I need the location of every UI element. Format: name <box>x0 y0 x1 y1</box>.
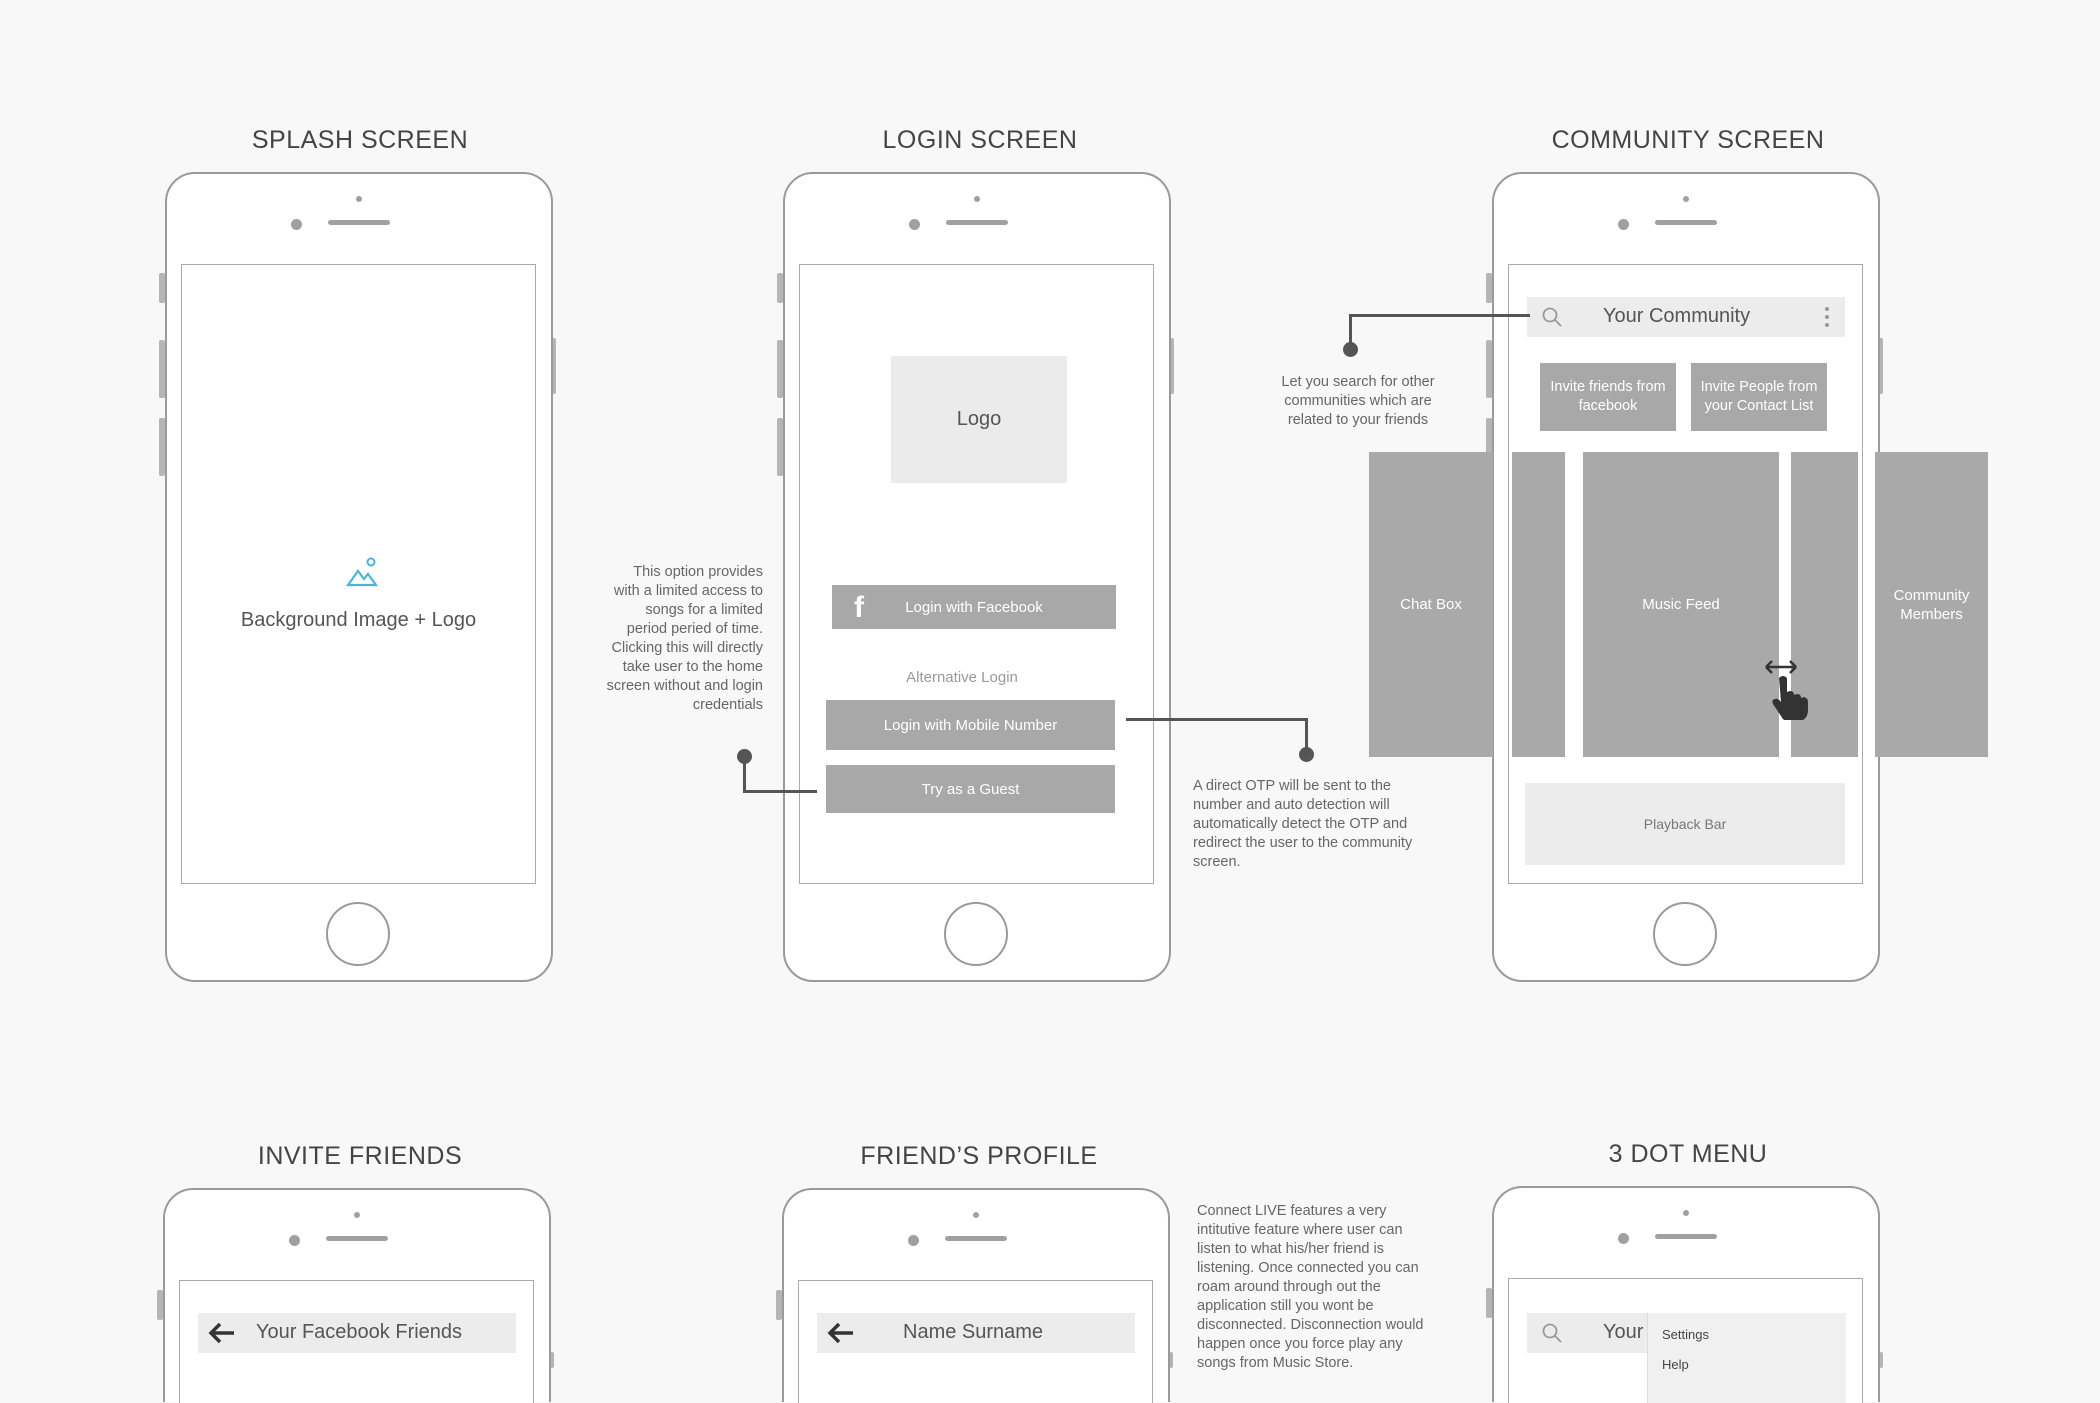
connector-line <box>743 790 817 793</box>
home-button <box>326 902 390 966</box>
facebook-icon: f <box>854 591 864 624</box>
phone-side-button <box>159 418 165 476</box>
search-icon[interactable] <box>1541 306 1563 328</box>
phone-side-button <box>1877 1352 1883 1368</box>
phone-side-button <box>777 273 783 303</box>
phone-camera <box>291 219 302 230</box>
back-arrow-icon[interactable] <box>208 1321 236 1345</box>
invite-screen: Your Facebook Friends <box>179 1280 534 1403</box>
connector-line <box>1350 314 1530 317</box>
connector-pin <box>1299 747 1314 762</box>
connector-line <box>1305 718 1308 755</box>
phone-camera <box>1618 1233 1629 1244</box>
connector-line <box>1126 718 1308 721</box>
connector-pin <box>1343 342 1358 357</box>
phone-camera <box>289 1235 300 1246</box>
login-facebook-button[interactable]: f Login with Facebook <box>832 585 1116 629</box>
community-screen-title: COMMUNITY SCREEN <box>1551 126 1825 154</box>
phone-side-button <box>1486 340 1492 398</box>
search-annotation: Let you search for other communities whi… <box>1281 374 1435 428</box>
phone-camera <box>909 219 920 230</box>
phone-speaker <box>1655 1234 1717 1239</box>
guest-annotation: This option provides with a limited acce… <box>606 564 763 713</box>
splash-phone-frame: Background Image + Logo <box>165 172 553 982</box>
invite-contacts-button[interactable]: Invite People from your Contact List <box>1691 363 1827 431</box>
phone-speaker <box>946 220 1008 225</box>
phone-sensor <box>354 1212 360 1218</box>
menu-item-settings[interactable]: Settings <box>1662 1327 1709 1342</box>
invite-facebook-button[interactable]: Invite friends from facebook <box>1540 363 1676 431</box>
phone-camera <box>1618 219 1629 230</box>
phone-speaker <box>1655 220 1717 225</box>
search-icon[interactable] <box>1541 1322 1563 1344</box>
phone-side-button <box>1486 1288 1492 1318</box>
home-button <box>944 902 1008 966</box>
carousel-panel-edge <box>1512 452 1565 757</box>
phone-side-button <box>1486 273 1492 303</box>
phone-side-button <box>776 1290 782 1320</box>
overflow-menu: Settings Help <box>1647 1313 1846 1403</box>
login-facebook-label: Login with Facebook <box>905 598 1043 616</box>
invite-friends-title: INVITE FRIENDS <box>257 1142 463 1170</box>
splash-screen-title: SPLASH SCREEN <box>251 126 469 154</box>
connect-live-annotation: Connect LIVE features a very intitutive … <box>1197 1203 1424 1371</box>
guest-button[interactable]: Try as a Guest <box>826 765 1115 813</box>
profile-screen: Name Surname <box>798 1280 1153 1403</box>
phone-side-button <box>550 338 556 394</box>
phone-side-button <box>159 340 165 398</box>
phone-side-button <box>777 340 783 398</box>
phone-side-button <box>1168 338 1174 394</box>
connector-line <box>1349 314 1352 344</box>
invite-header-bar: Your Facebook Friends <box>198 1313 516 1353</box>
menu-item-help[interactable]: Help <box>1662 1357 1689 1372</box>
alternative-login-label: Alternative Login <box>906 669 1018 686</box>
chat-box-panel[interactable]: Chat Box <box>1369 452 1493 757</box>
login-screen: Logo f Login with Facebook Alternative L… <box>799 264 1154 884</box>
connector-line <box>743 756 746 792</box>
three-dot-menu-title: 3 DOT MENU <box>1608 1140 1768 1168</box>
phone-sensor <box>1683 196 1689 202</box>
phone-side-button <box>1877 338 1883 394</box>
splash-screen: Background Image + Logo <box>181 264 536 884</box>
music-feed-panel[interactable]: Music Feed <box>1583 452 1779 757</box>
home-button <box>1653 902 1717 966</box>
friends-profile-title: FRIEND’S PROFILE <box>860 1142 1098 1170</box>
phone-sensor <box>974 196 980 202</box>
phone-speaker <box>328 220 390 225</box>
invite-phone-frame: Your Facebook Friends <box>163 1188 551 1403</box>
menu-phone-frame: Your Community Settings Help <box>1492 1186 1880 1403</box>
otp-annotation: A direct OTP will be sent to the number … <box>1193 778 1413 870</box>
phone-sensor <box>1683 1210 1689 1216</box>
community-search-bar[interactable]: Your Community <box>1527 297 1845 337</box>
profile-header-title: Name Surname <box>903 1321 1044 1343</box>
profile-phone-frame: Name Surname <box>782 1188 1170 1403</box>
playback-bar-label: Playback Bar <box>1643 816 1727 832</box>
phone-side-button <box>1167 1352 1173 1368</box>
phone-side-button <box>1486 418 1492 476</box>
phone-side-button <box>157 1290 163 1320</box>
phone-sensor <box>973 1212 979 1218</box>
login-mobile-button[interactable]: Login with Mobile Number <box>826 700 1115 750</box>
phone-speaker <box>945 1236 1007 1241</box>
playback-bar[interactable]: Playback Bar <box>1525 783 1845 865</box>
phone-sensor <box>356 196 362 202</box>
login-phone-frame: Logo f Login with Facebook Alternative L… <box>783 172 1171 982</box>
swipe-gesture-icon <box>1762 656 1822 722</box>
invite-header-title: Your Facebook Friends <box>256 1321 463 1343</box>
image-icon <box>345 555 379 589</box>
community-members-panel[interactable]: Community Members <box>1875 452 1988 757</box>
profile-header-bar: Name Surname <box>817 1313 1135 1353</box>
phone-side-button <box>548 1352 554 1368</box>
menu-screen: Your Community Settings Help <box>1508 1278 1863 1403</box>
back-arrow-icon[interactable] <box>827 1321 855 1345</box>
phone-speaker <box>326 1236 388 1241</box>
phone-side-button <box>159 273 165 303</box>
splash-label: Background Image + Logo <box>240 609 477 631</box>
logo-placeholder: Logo <box>891 356 1067 483</box>
community-search-title: Your Community <box>1603 305 1751 327</box>
more-options-icon[interactable] <box>1824 305 1830 329</box>
phone-side-button <box>777 418 783 476</box>
login-screen-title: LOGIN SCREEN <box>882 126 1078 154</box>
phone-camera <box>908 1235 919 1246</box>
